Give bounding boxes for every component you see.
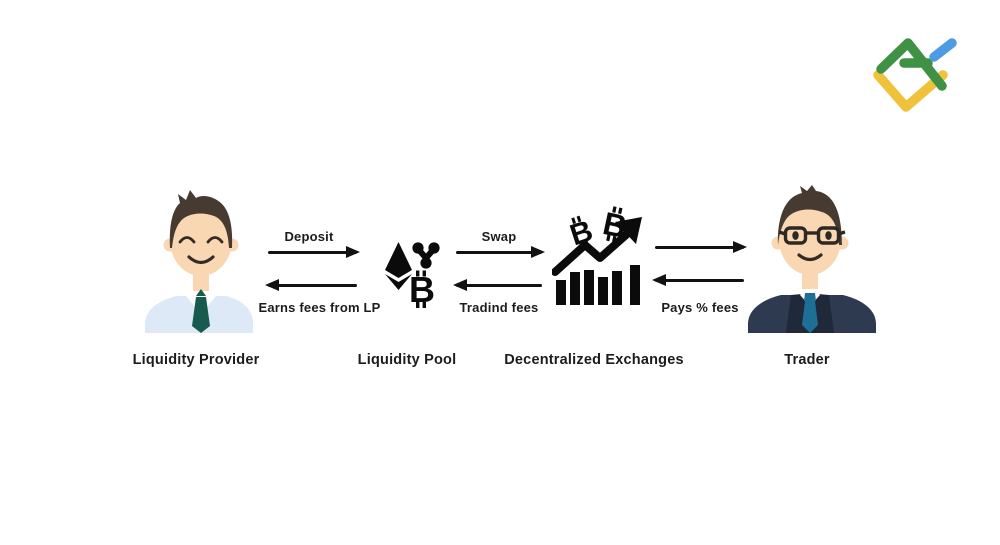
uptrend-arrow-icon: [552, 217, 642, 276]
svg-text:B: B: [409, 269, 435, 310]
trader-eye-right: [825, 231, 832, 240]
bitcoin-glyph-left: B: [566, 214, 597, 252]
edge-label-deposit: Deposit: [284, 229, 334, 244]
edge-label-pays-fees: Pays % fees: [661, 300, 739, 315]
ripple-icon: [412, 242, 440, 269]
ethereum-icon: [385, 242, 412, 290]
edge-label-swap: Swap: [481, 229, 517, 244]
caption-trader: Trader: [784, 352, 830, 368]
lp-eye-left: [178, 236, 196, 244]
trader-illustration: [748, 185, 876, 333]
arrow-dex-to-trader: [654, 241, 747, 254]
edge-label-earns-fees: Earns fees from LP: [258, 300, 381, 315]
logo-yellow-check: [873, 70, 948, 112]
logo-blue-dash: [929, 38, 957, 62]
arrow-trading-fees: [453, 279, 543, 292]
lp-tie-knot: [196, 289, 206, 296]
caption-liquidity-pool: Liquidity Pool: [357, 352, 457, 368]
liquidity-pool-icons: B: [385, 242, 440, 310]
bar-chart-icon: [556, 265, 640, 305]
logo-green-zigzag: [876, 38, 947, 91]
trader-face: [779, 203, 841, 275]
trader-tie-knot: [804, 293, 816, 301]
arrow-pays-fees: [652, 274, 745, 287]
lp-eye-right: [206, 236, 224, 244]
lp-face: [170, 204, 232, 276]
caption-decentralized-exchanges: Decentralized Exchanges: [504, 352, 684, 368]
lp-tie: [192, 297, 210, 333]
trader-smile: [797, 253, 823, 262]
arrow-swap: [455, 246, 545, 259]
trader-tie: [802, 301, 818, 333]
trader-hair: [777, 185, 842, 245]
bitcoin-icon: B: [409, 269, 435, 310]
caption-liquidity-provider: Liquidity Provider: [132, 352, 260, 368]
liquidity-provider-illustration: [145, 190, 253, 333]
arrow-earns-fees: [265, 279, 358, 292]
arrow-deposit: [267, 246, 360, 259]
decentralized-exchanges-icon: B B: [552, 205, 642, 305]
trader-eye-left: [792, 231, 799, 240]
broker-logo: [873, 38, 957, 112]
glasses-icon: [778, 226, 846, 245]
lp-smile: [187, 255, 215, 265]
lp-hair: [169, 190, 233, 248]
edge-label-trading-fees: Tradind fees: [459, 300, 539, 315]
